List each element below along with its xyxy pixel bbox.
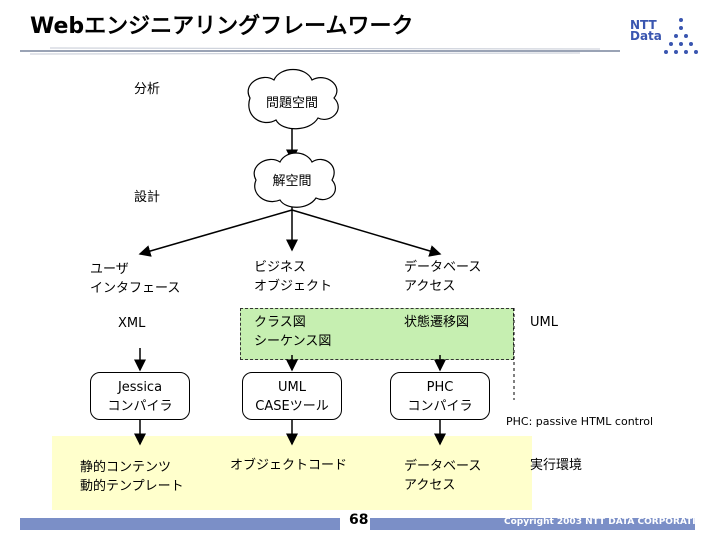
footer-bar-left (20, 518, 340, 530)
database-access-label-1: データベース アクセス (404, 260, 482, 294)
problem-space-label: 問題空間 (265, 96, 318, 111)
page-number: 68 (349, 512, 369, 528)
phc-compiler-box: PHC コンパイラ (390, 372, 490, 420)
runtime-band (52, 436, 532, 510)
runtime-label: 実行環境 (530, 458, 583, 473)
database-access-label-2: データベース アクセス (404, 459, 482, 493)
logo-dots-icon (664, 18, 698, 54)
uml-case-tool-box: UML CASEツール (242, 372, 342, 420)
business-object-label: ビジネス オブジェクト (254, 260, 333, 294)
user-interface-label: ユーザ インタフェース (90, 262, 181, 296)
state-transition-label: 状態遷移図 (404, 315, 470, 330)
analysis-label: 分析 (134, 82, 161, 97)
uml-label: UML (530, 315, 558, 330)
phc-note: PHC: passive HTML control (506, 415, 654, 428)
solution-space-label: 解空間 (272, 174, 312, 189)
class-sequence-label: クラス図 シーケンス図 (254, 315, 332, 349)
xml-label: XML (118, 316, 146, 331)
slide-title: Webエンジニアリングフレームワーク (30, 14, 414, 39)
footer-bar-right (370, 518, 695, 530)
jessica-compiler-box: Jessica コンパイラ (90, 372, 190, 420)
copyright-text: Copyright 2003 NTT DATA CORPORATION (504, 517, 711, 527)
logo-text: NTT Data (630, 18, 662, 43)
design-label: 設計 (134, 190, 161, 205)
object-code-label: オブジェクトコード (230, 458, 348, 473)
uml-band (240, 308, 514, 360)
static-dynamic-label: 静的コンテンツ 動的テンプレート (80, 460, 184, 494)
solution-space-cloud (253, 152, 336, 208)
ntt-data-logo: NTT Data (628, 12, 700, 62)
title-underline (20, 47, 620, 55)
problem-space-cloud (247, 68, 339, 130)
